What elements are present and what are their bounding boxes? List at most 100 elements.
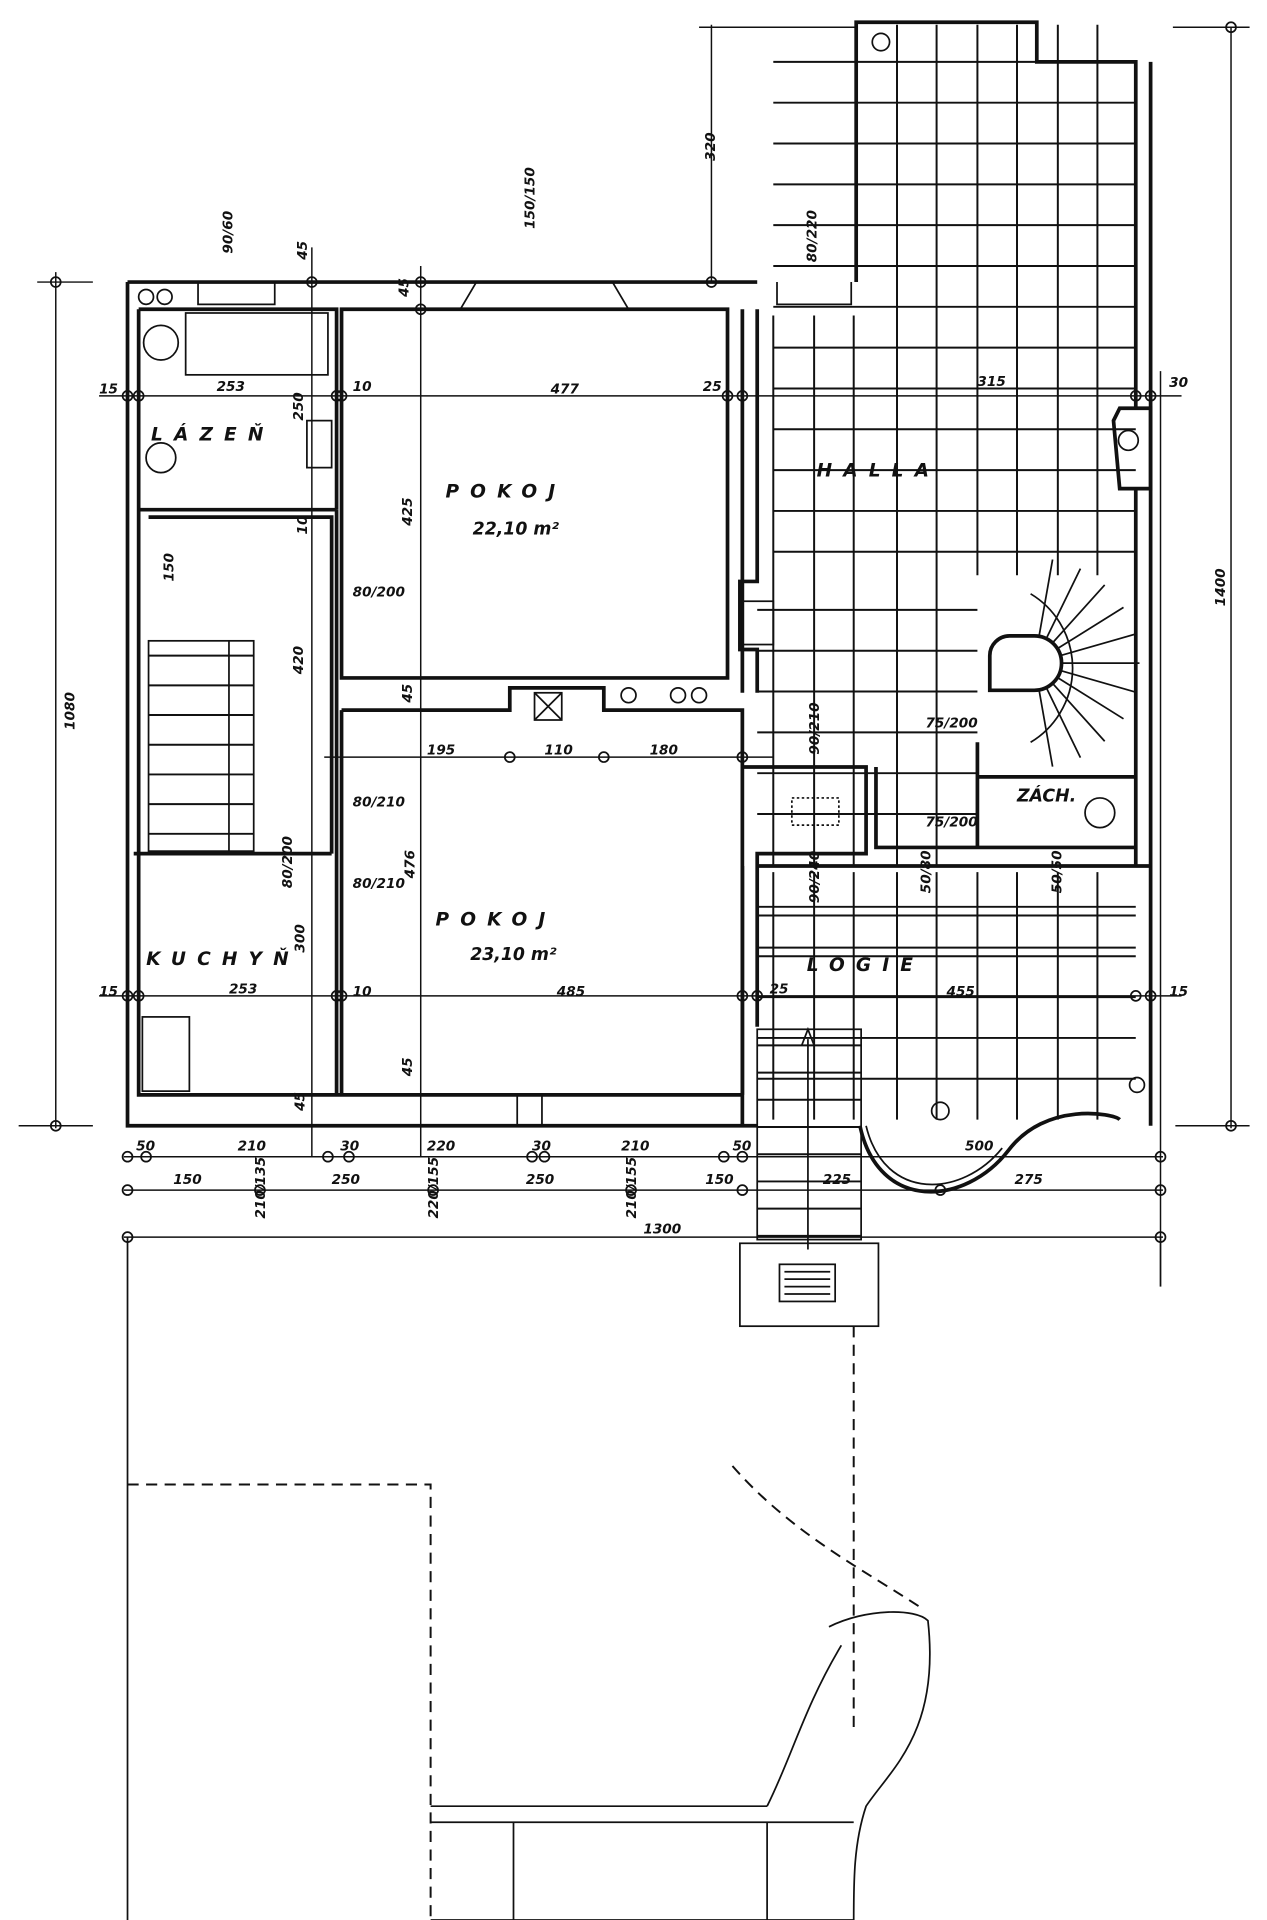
dimension-label: 1300 (643, 1221, 681, 1237)
dimension-label: 45 (400, 1057, 416, 1077)
room-area-room2: 23,10 m² (470, 945, 557, 965)
dimension-label: 275 (1015, 1172, 1043, 1188)
dimension-label: 80/210 (353, 876, 405, 892)
dimension-label: 315 (977, 374, 1005, 390)
dimension-label: 110 (544, 743, 572, 759)
stair-tread (1045, 687, 1082, 758)
dimension-label: 250 (332, 1172, 360, 1188)
dimension-label: 425 (400, 497, 416, 526)
dimension-node (343, 1150, 355, 1163)
dimension-label: 250 (526, 1172, 554, 1188)
dimension-label: 10 (353, 984, 372, 1000)
dimension-node (1154, 1184, 1167, 1196)
room-label-loggia: LOGIE (807, 955, 924, 976)
dimension-node (322, 1150, 334, 1163)
dimension-label: 30 (1169, 375, 1188, 391)
stair-tread (1060, 669, 1136, 693)
dimension-label: 150 (161, 553, 177, 581)
dimension-label: 30 (340, 1139, 359, 1155)
spiral-stair (987, 559, 1140, 767)
stair-tread (1051, 682, 1106, 742)
dimension-node (121, 1150, 134, 1163)
dimension-label: 250 (291, 392, 307, 420)
dimension-label: 90/60 (221, 211, 237, 254)
dimension-label: 300 (292, 924, 308, 952)
dimension-label: 45 (295, 241, 311, 261)
stair-tread (1060, 633, 1136, 657)
dimension-label: 253 (217, 379, 245, 395)
dimension-label: 25 (703, 379, 722, 395)
dimension-label: 210 (621, 1139, 649, 1155)
dimension-label: 476 (403, 850, 419, 879)
dimension-label: 10 (353, 379, 372, 395)
room-label-hall: HALLA (817, 460, 941, 481)
interior-stair (147, 639, 255, 852)
dimension-label: 15 (99, 984, 118, 1000)
exterior (126, 1026, 1162, 1920)
room-label-bathroom: LÁZEŇ (151, 422, 274, 445)
dimension-label: 1080 (62, 692, 78, 730)
dimension-label: 90/210 (807, 702, 823, 754)
dimension-node (597, 751, 610, 763)
dimension-label: 50 (136, 1139, 155, 1155)
dimension-label: 150 (173, 1172, 201, 1188)
dimension-label: 15 (99, 381, 118, 397)
stair-tread (1038, 689, 1054, 767)
dimension-label: 90/240 (807, 851, 823, 903)
dimension-label: 50 (732, 1139, 751, 1155)
stair-tread (1051, 584, 1106, 644)
dimension-lines (18, 24, 1250, 1238)
dimension-node (49, 276, 62, 288)
stair-tread (1056, 606, 1124, 650)
room-label-room2: POKOJ (436, 909, 557, 930)
dimension-label: 485 (556, 984, 585, 1000)
dimension-label: 45 (292, 1092, 308, 1112)
dimension-label: 195 (427, 743, 455, 759)
dimension-label: 80/200 (280, 836, 296, 888)
dimension-label: 75/200 (925, 715, 977, 731)
dimension-node (625, 1184, 637, 1196)
dimension-label: 225 (823, 1172, 851, 1188)
dimension-label: 210/155 (624, 1157, 640, 1219)
dimension-node (1225, 21, 1237, 34)
room-label-wc: ZÁCH. (1016, 785, 1076, 807)
dimension-label: 45 (396, 278, 412, 298)
stair-tread (1056, 676, 1124, 720)
dimension-node (538, 1150, 551, 1163)
dimension-label: 320 (703, 132, 719, 160)
dimension-label: 1400 (1213, 568, 1229, 606)
dimension-node (736, 1184, 749, 1196)
dimension-node (1225, 1119, 1237, 1132)
dimension-label: 253 (229, 981, 257, 997)
tile-grid (148, 24, 1136, 1237)
dimension-node (736, 1150, 749, 1163)
dimension-label: 210 (238, 1139, 266, 1155)
dimension-node (503, 751, 516, 763)
dimension-node (121, 1184, 134, 1196)
stair-tread (1045, 568, 1082, 640)
dimension-node (1129, 990, 1142, 1002)
dimension-label: 420 (291, 646, 307, 675)
dimension-label: 210/135 (253, 1157, 269, 1219)
room-label-kitchen: KUCHYŇ (146, 947, 300, 970)
dimension-node (140, 1150, 152, 1163)
dimension-label: 150/150 (523, 167, 539, 229)
dimension-label: 477 (550, 381, 580, 397)
dimension-label: 15 (1169, 984, 1188, 1000)
dimension-label: 500 (965, 1139, 993, 1155)
dimension-node (526, 1150, 538, 1163)
dimension-label: 80/220 (805, 210, 821, 262)
dimension-label: 50/80 (918, 850, 934, 893)
dimension-label: 220/155 (426, 1157, 442, 1219)
room-label-room1: POKOJ (445, 481, 566, 502)
dimension-node (254, 1184, 266, 1196)
dimension-node (49, 1119, 62, 1132)
dimension-label: 80/210 (353, 795, 405, 811)
dimension-label: 10 (295, 516, 311, 535)
dimension-label: 150 (705, 1172, 733, 1188)
dimension-node (1154, 1150, 1167, 1163)
dimension-node (427, 1184, 439, 1196)
dimension-label: 75/200 (925, 814, 977, 830)
dimension-label: 455 (945, 984, 974, 1000)
